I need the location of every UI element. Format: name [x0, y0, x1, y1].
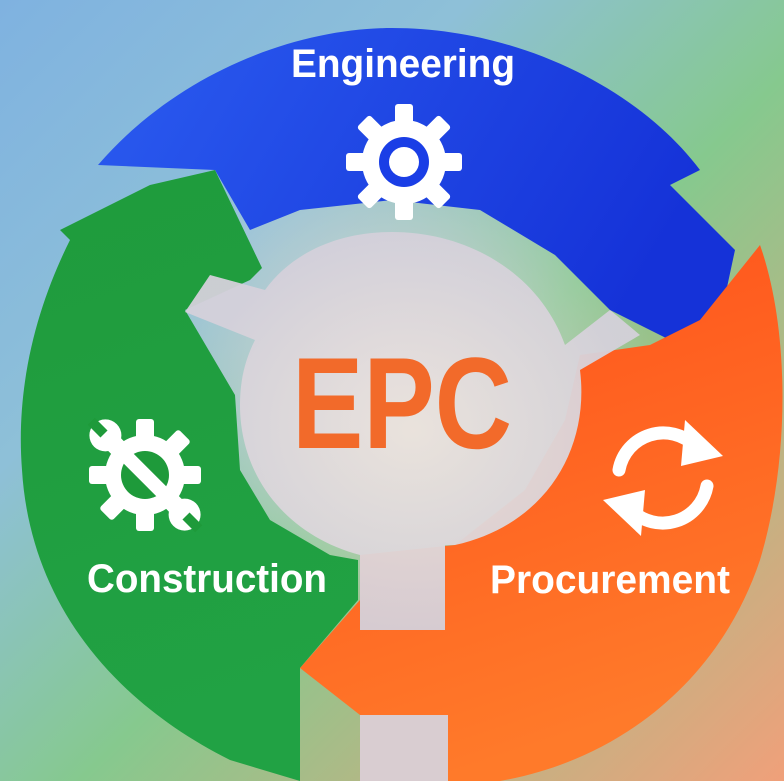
procurement-segment	[300, 245, 783, 781]
center-title: EPC	[292, 330, 512, 476]
engineering-label: Engineering	[291, 42, 515, 86]
hub-bottom-stem	[360, 715, 448, 781]
procurement-label: Procurement	[490, 558, 730, 602]
center-hub	[185, 232, 640, 630]
gear-icon	[346, 104, 462, 220]
wrench-gear-icon	[87, 417, 203, 533]
construction-label: Construction	[87, 557, 327, 601]
refresh-cycle-icon	[603, 420, 723, 536]
